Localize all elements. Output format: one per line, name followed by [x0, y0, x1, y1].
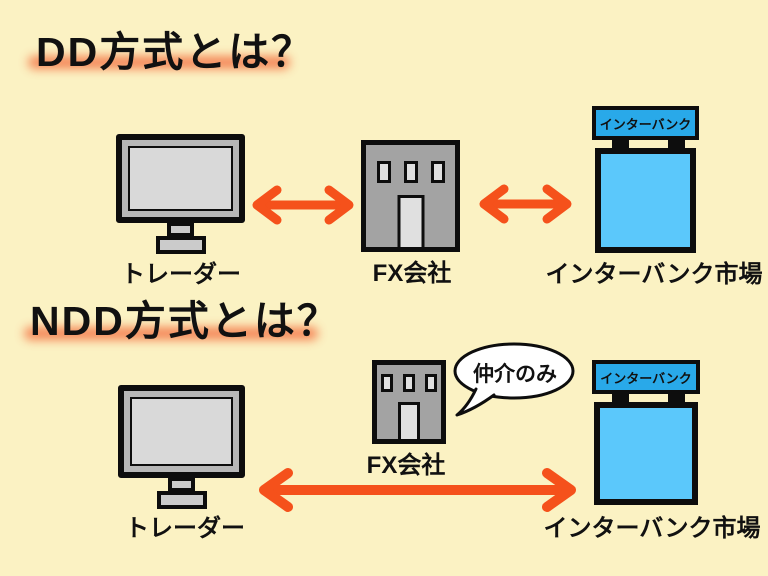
- monitor-frame: [118, 385, 245, 478]
- ndd-trader-label: トレーダー: [125, 515, 245, 542]
- ndd-fx-company-building-icon: [372, 360, 446, 444]
- dd-interbank-building-icon: インターバンク: [592, 106, 699, 253]
- interbank-sign: インターバンク: [592, 360, 700, 394]
- sign-strut-right: [668, 140, 685, 148]
- ndd-title-highlight: [24, 327, 318, 340]
- building-window-icon: [381, 374, 393, 392]
- ndd-trader-monitor-icon: [118, 385, 245, 509]
- monitor-stand-neck: [168, 477, 195, 492]
- bubble-label: 仲介のみ: [473, 363, 557, 386]
- sign-strut-left: [612, 394, 629, 402]
- monitor-stand-neck: [167, 222, 194, 237]
- building-window-icon: [403, 161, 418, 183]
- building-door-icon: [398, 402, 420, 439]
- monitor-stand-base: [156, 491, 207, 509]
- monitor-screen: [130, 397, 233, 466]
- double-arrow-fx-interbank: [479, 184, 572, 224]
- interbank-body: [595, 148, 696, 253]
- dd-interbank-label: インターバンク市場: [545, 261, 763, 288]
- interbank-sign-text: インターバンク: [599, 116, 692, 132]
- dd-fx-company-building-icon: [361, 140, 460, 252]
- dd-trader-monitor-icon: [116, 134, 245, 254]
- building-door-icon: [397, 195, 424, 247]
- building-window-icon: [430, 161, 445, 183]
- building-window-icon: [403, 374, 415, 392]
- interbank-body: [594, 402, 698, 505]
- dd-fx-label: FX会社: [372, 260, 452, 287]
- interbank-sign-struts: [592, 394, 700, 402]
- ndd-fx-label: FX会社: [366, 452, 446, 479]
- monitor-frame: [116, 134, 245, 223]
- double-arrow-trader-fx: [252, 185, 354, 225]
- monitor-screen: [128, 146, 233, 211]
- interbank-sign: インターバンク: [592, 106, 699, 140]
- building-window-icon: [425, 374, 437, 392]
- ndd-interbank-label: インターバンク市場: [543, 515, 761, 542]
- interbank-sign-struts: [592, 140, 699, 148]
- sign-strut-left: [612, 140, 629, 148]
- dd-trader-label: トレーダー: [121, 261, 241, 288]
- ndd-interbank-building-icon: インターバンク: [592, 360, 700, 505]
- interbank-sign-text: インターバンク: [600, 370, 692, 386]
- ndd-section-title: NDD方式とは？: [30, 298, 340, 344]
- building-window-icon: [376, 161, 391, 183]
- dd-title-highlight: [28, 56, 290, 69]
- monitor-stand-base: [155, 236, 206, 254]
- speech-bubble-shape: [453, 342, 575, 417]
- speech-bubble: 仲介のみ: [450, 342, 580, 422]
- sign-strut-right: [668, 394, 685, 402]
- dd-section-title: DD方式とは？: [36, 29, 315, 75]
